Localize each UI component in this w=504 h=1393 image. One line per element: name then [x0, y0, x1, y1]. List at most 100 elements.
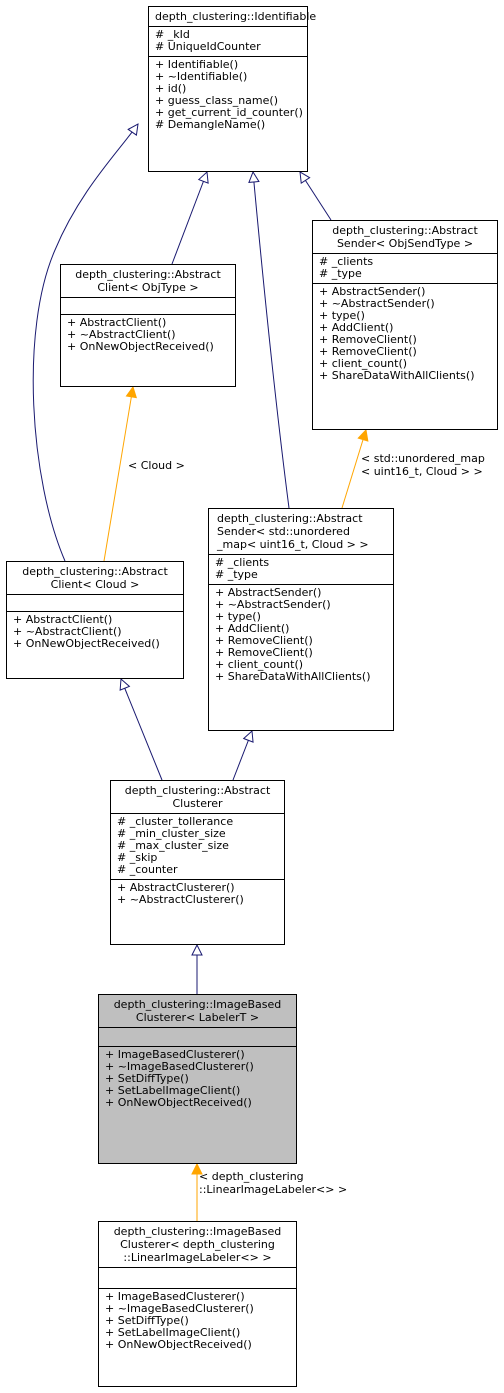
method: + ~Identifiable(): [155, 70, 248, 83]
attribute: # _clients: [319, 255, 374, 268]
title-line: Client< Cloud >: [50, 578, 140, 591]
class-image-based-clusterer[interactable]: depth_clustering::ImageBased Clusterer< …: [98, 994, 297, 1164]
method: # DemangleName(): [155, 118, 266, 131]
edge-label-line: < uint16_t, Cloud > >: [361, 465, 483, 478]
method: + AbstractSender(): [319, 285, 426, 298]
method: + ~ImageBasedClusterer(): [105, 1302, 254, 1315]
method: + AbstractClusterer(): [117, 881, 235, 894]
title-line: _map< uint16_t, Cloud > >: [217, 538, 369, 551]
method: + guess_class_name(): [155, 94, 278, 107]
class-title: depth_clustering::Abstract Clusterer: [111, 781, 284, 813]
attribute: # _kId: [155, 28, 190, 41]
edge-label-line: < Cloud >: [128, 459, 185, 472]
attribute: # _max_cluster_size: [117, 839, 229, 852]
method: + SetLabelImageClient(): [105, 1326, 241, 1339]
method: + get_current_id_counter(): [155, 106, 303, 119]
attributes-section: [99, 1027, 296, 1046]
class-abstract-sender-map[interactable]: depth_clustering::Abstract Sender< std::…: [208, 508, 394, 731]
edge-label-line: < std::unordered_map: [361, 452, 485, 465]
class-identifiable[interactable]: depth_clustering::Identifiable # _kId # …: [148, 6, 317, 172]
attributes-section: [7, 594, 183, 611]
attribute: # UniqueIdCounter: [155, 40, 261, 53]
edge-label-linear-image-labeler: < depth_clustering ::LinearImageLabeler<…: [199, 1170, 347, 1196]
attributes-section: # _kId # UniqueIdCounter: [149, 26, 307, 56]
edge-client-cloud-to-identifiable: [32, 124, 138, 562]
method: + AddClient(): [319, 321, 394, 334]
methods-section: + Identifiable() + ~Identifiable() + id(…: [149, 56, 307, 134]
method: + ~AbstractClient(): [67, 328, 176, 341]
attribute: # _type: [319, 267, 362, 280]
method: + RemoveClient(): [319, 345, 417, 358]
title-line: Sender< std::unordered: [217, 525, 350, 538]
method: + Identifiable(): [155, 58, 239, 71]
edge-label-line: ::LinearImageLabeler<> >: [199, 1183, 348, 1196]
method: + OnNewObjectReceived(): [105, 1338, 252, 1351]
methods-section: + AbstractClient() + ~AbstractClient() +…: [7, 611, 183, 653]
class-title: depth_clustering::Abstract Client< Cloud…: [7, 562, 183, 594]
method: + RemoveClient(): [215, 646, 313, 659]
class-abstract-clusterer[interactable]: depth_clustering::Abstract Clusterer # _…: [110, 780, 285, 945]
method: + ~AbstractClient(): [13, 625, 122, 638]
method: + AbstractClient(): [67, 316, 167, 329]
edge-client-objtype-to-identifiable: [171, 172, 207, 265]
attributes-section: # _clients # _type: [209, 554, 393, 584]
method: + ~AbstractClusterer(): [117, 893, 244, 906]
method: + client_count(): [215, 658, 304, 671]
title-line: Sender< ObjSendType >: [336, 237, 474, 250]
class-abstract-client-objtype[interactable]: depth_clustering::Abstract Client< ObjTy…: [60, 264, 236, 387]
attribute: # _type: [215, 568, 258, 581]
methods-section: + ImageBasedClusterer() + ~ImageBasedClu…: [99, 1046, 296, 1112]
methods-section: + AbstractSender() + ~AbstractSender() +…: [209, 584, 393, 686]
class-title: depth_clustering::Abstract Client< ObjTy…: [61, 265, 235, 297]
title-line: depth_clustering::ImageBased: [113, 998, 282, 1011]
method: + AbstractSender(): [215, 586, 322, 599]
method: + RemoveClient(): [215, 634, 313, 647]
method: + AbstractClient(): [13, 613, 113, 626]
title-line: depth_clustering::ImageBased: [113, 1225, 282, 1238]
title-line: Clusterer: [172, 797, 223, 810]
attributes-section: # _cluster_tollerance # _min_cluster_siz…: [111, 813, 284, 879]
method: + ImageBasedClusterer(): [105, 1048, 245, 1061]
method: + OnNewObjectReceived(): [13, 637, 160, 650]
class-title: depth_clustering::Identifiable: [149, 7, 317, 26]
edge-clusterer-to-client-cloud: [121, 679, 163, 781]
title-line: depth_clustering::Abstract: [217, 512, 363, 525]
method: + ShareDataWithAllClients(): [215, 670, 371, 683]
edge-label-unordered-map: < std::unordered_map < uint16_t, Cloud >…: [361, 452, 485, 478]
title-line: ::LinearImageLabeler<> >: [123, 1251, 272, 1264]
edge-clusterer-to-sender-map: [232, 731, 252, 781]
attribute: # _min_cluster_size: [117, 827, 226, 840]
methods-section: + AbstractSender() + ~AbstractSender() +…: [313, 283, 497, 385]
method: + SetDiffType(): [105, 1314, 189, 1327]
edge-sender-map-to-sender-objsendtype: [341, 430, 366, 509]
methods-section: + AbstractClusterer() + ~AbstractCluster…: [111, 879, 284, 909]
edge-label-line: < depth_clustering: [199, 1170, 304, 1183]
method: + ImageBasedClusterer(): [105, 1290, 245, 1303]
class-image-based-clusterer-linear[interactable]: depth_clustering::ImageBased Clusterer< …: [98, 1221, 297, 1387]
title-line: Clusterer< depth_clustering: [120, 1238, 275, 1251]
method: + ~AbstractSender(): [215, 598, 331, 611]
attribute: # _counter: [117, 863, 178, 876]
attribute: # _skip: [117, 851, 158, 864]
title-line: depth_clustering::Identifiable: [155, 10, 317, 23]
method: + type(): [215, 610, 261, 623]
class-abstract-sender-objsendtype[interactable]: depth_clustering::Abstract Sender< ObjSe…: [312, 220, 498, 430]
title-line: Client< ObjType >: [97, 281, 199, 294]
class-abstract-client-cloud[interactable]: depth_clustering::Abstract Client< Cloud…: [6, 561, 184, 679]
title-line: depth_clustering::Abstract: [22, 565, 168, 578]
attributes-section: [99, 1267, 296, 1288]
title-line: depth_clustering::Abstract: [75, 268, 221, 281]
method: + type(): [319, 309, 365, 322]
method: + client_count(): [319, 357, 408, 370]
methods-section: + AbstractClient() + ~AbstractClient() +…: [61, 314, 235, 356]
method: + id(): [155, 82, 187, 95]
attributes-section: [61, 297, 235, 314]
methods-section: + ImageBasedClusterer() + ~ImageBasedClu…: [99, 1288, 296, 1354]
title-line: Clusterer< LabelerT >: [135, 1011, 260, 1024]
edge-sender-objsendtype-to-identifiable: [300, 172, 332, 221]
edge-label-cloud: < Cloud >: [128, 459, 185, 472]
class-title: depth_clustering::ImageBased Clusterer< …: [99, 1222, 296, 1267]
method: + RemoveClient(): [319, 333, 417, 346]
title-line: depth_clustering::Abstract: [124, 784, 271, 797]
